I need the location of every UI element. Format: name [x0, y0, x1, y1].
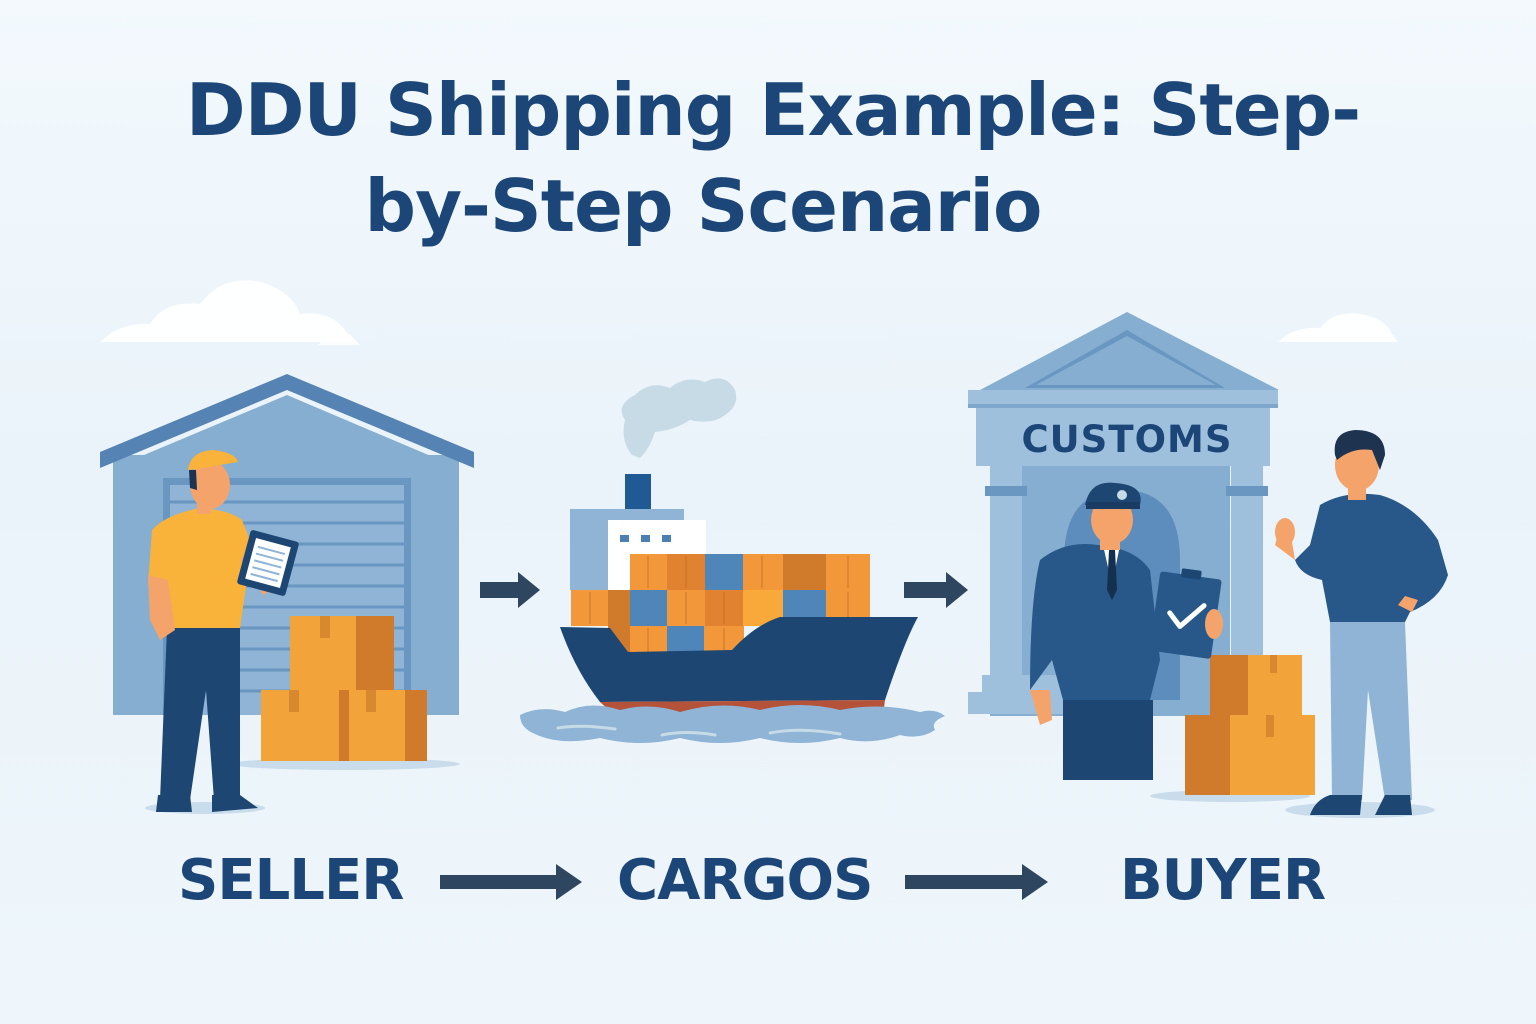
- buyer-illustration: [1275, 430, 1448, 818]
- step-label-cargos: CARGOS: [617, 848, 873, 913]
- cloud-icon: [1278, 313, 1398, 342]
- page-title: DDU Shipping Example: Step- by-Step Scen…: [0, 62, 1536, 254]
- title-line-1: DDU Shipping Example: Step-: [185, 68, 1361, 152]
- flow-arrow-icon: [905, 864, 1048, 900]
- right-arrow-icon: [904, 572, 968, 608]
- step-label-buyer: BUYER: [1120, 848, 1326, 913]
- cloud-icon: [100, 280, 355, 342]
- customs-officer-illustration: [1030, 482, 1223, 780]
- cargo-boxes-icon: [1150, 655, 1315, 802]
- cloud-icon: [318, 333, 360, 345]
- step-label-seller: SELLER: [178, 848, 404, 913]
- customs-sign: CUSTOMS: [1021, 418, 1233, 461]
- right-arrow-icon: [480, 572, 540, 608]
- cargo-boxes-icon: [230, 616, 460, 770]
- container-ship-illustration: [520, 378, 945, 743]
- seller-worker-illustration: [145, 450, 299, 814]
- flow-arrow-icon: [440, 864, 582, 900]
- title-line-2: by-Step Scenario: [364, 164, 1043, 248]
